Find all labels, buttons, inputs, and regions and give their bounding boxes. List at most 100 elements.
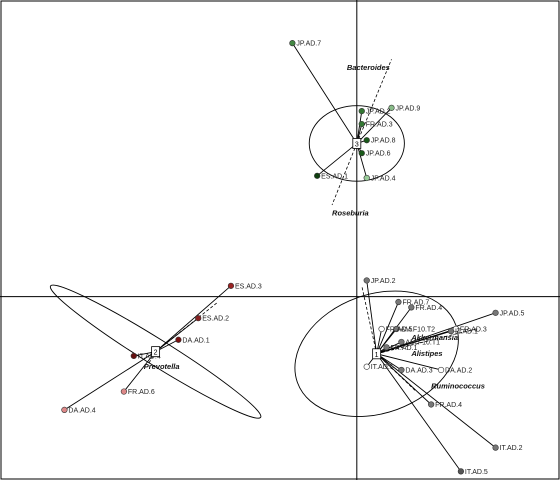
point-label-ES.AD.2: ES.AD.2	[202, 316, 229, 323]
point-FR.AD.5	[378, 325, 385, 333]
point-labels: JP.AD.2FR.AD.7FR.AD.4JP.AD.5FR.AD.3IT.AD…	[68, 41, 524, 476]
point-FR.AD.4	[408, 304, 415, 311]
point-label-FR.AD.6: FR.AD.6	[128, 389, 155, 396]
point-ES.AD.3	[227, 282, 235, 289]
point-label-IT.AD.4: IT.AD.4	[138, 353, 161, 360]
point-IT.AD.5	[457, 468, 464, 475]
point-JP.AD.6	[358, 150, 365, 157]
taxon-vector-5	[376, 328, 476, 355]
cluster-1-spoke-12	[376, 353, 442, 371]
point-IT.AD.1	[447, 328, 455, 335]
taxon-ruminococcus: Ruminococcus	[431, 381, 485, 390]
cluster-2-ellipse	[49, 284, 262, 419]
point-IT.AD.6	[363, 363, 370, 370]
point-JP.AD.2	[358, 108, 365, 115]
point-label-JP.AD.6: JP.AD.6	[366, 151, 391, 158]
cluster-3-ellipse	[308, 105, 405, 182]
point-label-JP.AD.5: JP.AD.5	[500, 310, 525, 317]
point-JP.AD.7	[289, 40, 296, 47]
point-label-DA.AD.2: DA.AD.2	[445, 367, 472, 374]
point-FR.AD.6	[120, 388, 127, 395]
point-label-DA.AD.3: DA.AD.3	[405, 367, 432, 374]
cluster-1-centroid-box	[372, 348, 382, 360]
cluster-centroids: 1 2 3	[151, 138, 382, 360]
point-label-IT.AD.5: IT.AD.5	[465, 469, 488, 476]
cluster-1-spoke-15	[376, 353, 462, 472]
point-label-FR.AD.1: FR.AD.1	[391, 345, 418, 352]
cluster-2-spoke-0	[155, 285, 232, 352]
point-DA.AD.1	[175, 336, 182, 343]
point-label-FR.AD.3: FR.AD.3	[460, 326, 487, 333]
taxon-vector-1	[331, 143, 358, 206]
taxon-roseburia: Roseburia	[332, 209, 369, 218]
cluster-2-spoke-1	[155, 317, 199, 352]
point-label-JP.AD.9: JP.AD.9	[396, 105, 421, 112]
point-IT.AD.4	[130, 352, 137, 360]
point-label-JP.AD.2: JP.AD.2	[371, 278, 396, 285]
cluster-2-spoke-4	[123, 351, 156, 392]
taxon-prevotella: Prevotella	[144, 362, 180, 371]
point-label-DA.AD.4: DA.AD.4	[68, 407, 95, 414]
taxon-vector-4	[361, 285, 378, 354]
point-DA.AD.3	[398, 366, 405, 374]
point-label-IT.AD.6: IT.AD.6	[371, 364, 394, 371]
cluster-1-spoke-13	[376, 353, 432, 405]
taxon-bacteroides: Bacteroides	[347, 63, 390, 72]
point-label-FR.AD.3: FR.AD.3	[366, 122, 393, 129]
point-JP.AD.4	[363, 174, 370, 182]
point-label-FR.AD.4: FR.AD.4	[415, 305, 442, 312]
point-IT.AD.2	[492, 444, 499, 451]
point-label-JP.AD.7: JP.AD.7	[296, 41, 321, 48]
point-DA.AD.4	[61, 406, 68, 413]
point-FR.AD.3	[358, 120, 365, 128]
point-label-JP.AD.2: JP.AD.2	[366, 109, 391, 116]
point-JP.AD.2	[363, 277, 370, 284]
data-points	[61, 40, 499, 475]
taxon-vector-0	[356, 59, 392, 144]
point-JP.AD.8	[363, 137, 370, 144]
cluster-2-centroid-box	[151, 346, 161, 358]
cluster-1-spoke-0	[366, 280, 378, 354]
cluster-3-spoke-0	[292, 42, 358, 144]
cluster-1-spoke-14	[376, 353, 496, 448]
cluster-1-ellipse	[294, 290, 459, 418]
cluster-1-spoke-1	[376, 301, 399, 354]
point-DA.AD.2	[437, 366, 445, 374]
cluster-3-centroid-box	[352, 138, 362, 149]
cluster-ellipses	[49, 105, 459, 419]
point-AM.F10.T1	[398, 338, 405, 346]
point-label-AM.F10.T1: AM.F10.T1	[405, 339, 440, 346]
point-label-JP.AD.8: JP.AD.8	[371, 138, 396, 145]
point-label-AM.F10.T2: AM.F10.T2	[400, 326, 435, 333]
point-label-FR.AD.5: FR.AD.5	[386, 326, 413, 333]
point-label-FR.AD.7: FR.AD.7	[402, 300, 429, 307]
point-JP.AD.5	[492, 309, 499, 316]
point-label-FR.AD.4: FR.AD.4	[435, 402, 462, 409]
cluster-1-spoke-5	[376, 330, 452, 355]
point-AM.F10.T2	[393, 325, 400, 333]
point-ES.AD.2	[195, 315, 202, 322]
cluster-2-centroid-label: 2	[154, 350, 158, 357]
point-label-JP.AD.4: JP.AD.4	[371, 175, 396, 182]
taxon-vector-2	[155, 301, 219, 352]
point-JP.AD.9	[388, 104, 395, 111]
cluster-2-spoke-5	[64, 351, 156, 411]
cluster-3-centroid-label: 3	[355, 141, 359, 148]
cluster-3-spoke-7	[356, 143, 368, 179]
point-FR.AD.7	[395, 298, 402, 306]
point-label-IT.AD.1: IT.AD.1	[455, 329, 478, 336]
cluster-1-spoke-3	[376, 312, 496, 355]
taxon-alistipes: Alistipes	[410, 349, 442, 358]
cluster-1-centroid-label: 1	[375, 352, 379, 359]
point-FR.AD.1	[383, 344, 390, 351]
point-label-ES.AD.3: ES.AD.3	[235, 283, 262, 290]
point-label-ES.AD.1: ES.AD.1	[321, 173, 348, 180]
point-ES.AD.1	[314, 172, 321, 179]
point-label-DA.AD.1: DA.AD.1	[182, 337, 209, 344]
taxon-labels: BacteroidesRoseburiaPrevotellaAkkermansi…	[144, 63, 485, 390]
point-FR.AD.4	[428, 401, 435, 408]
point-label-IT.AD.2: IT.AD.2	[500, 445, 523, 452]
